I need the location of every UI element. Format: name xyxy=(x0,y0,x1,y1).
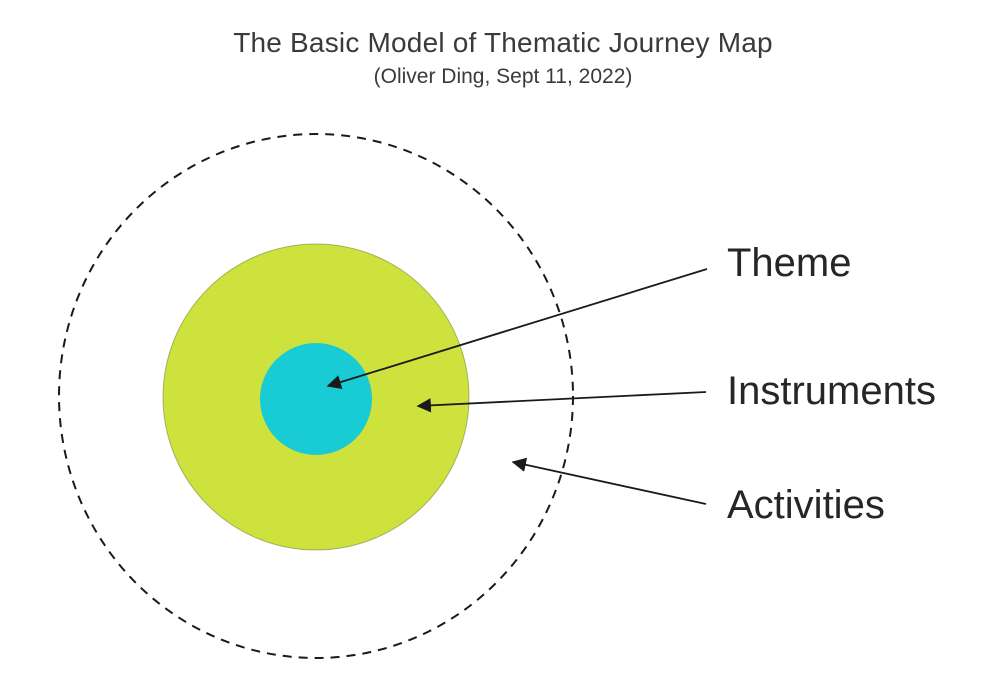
page-title: The Basic Model of Thematic Journey Map xyxy=(233,27,773,58)
instruments-label: Instruments xyxy=(727,369,936,413)
theme-circle xyxy=(260,343,372,455)
instruments-arrow xyxy=(416,391,707,413)
page-subtitle: (Oliver Ding, Sept 11, 2022) xyxy=(373,65,633,88)
activities-arrow xyxy=(511,457,707,505)
theme-arrow xyxy=(326,268,708,390)
activities-circle xyxy=(58,133,574,659)
theme-label: Theme xyxy=(727,241,852,285)
activities-label: Activities xyxy=(727,483,885,527)
